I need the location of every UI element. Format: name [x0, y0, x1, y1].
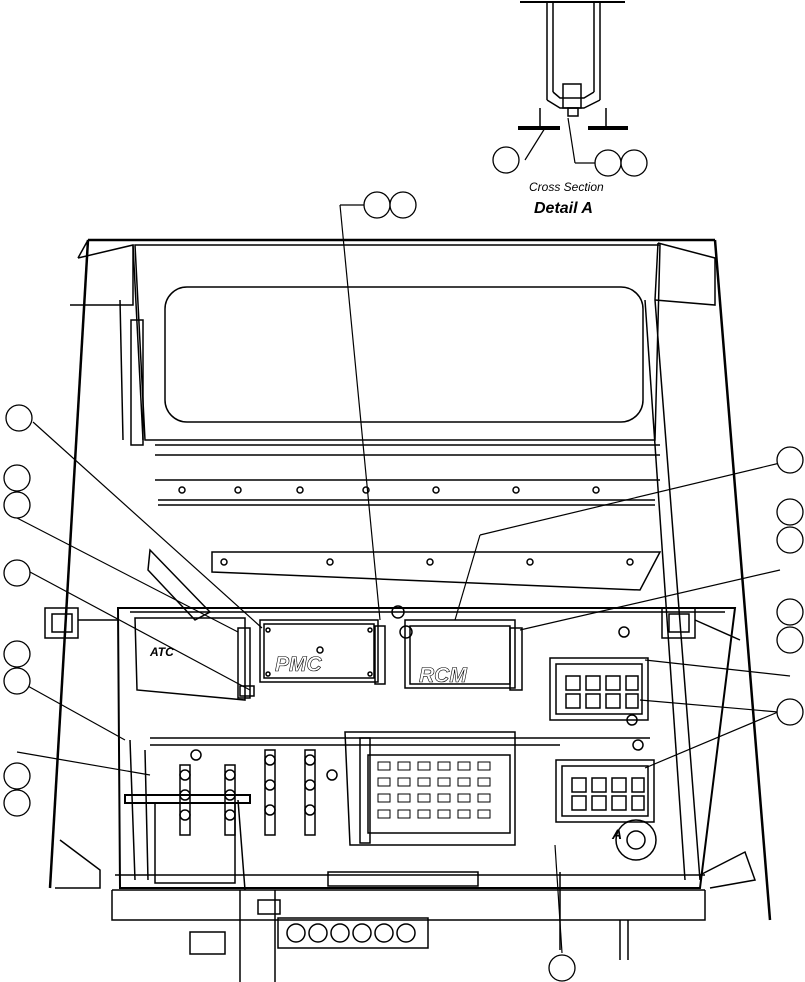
rcm-module [391, 605, 630, 691]
callout-left-6 [3, 667, 31, 695]
callout-right-1 [776, 446, 804, 474]
atc-module [134, 617, 255, 701]
callout-right-6 [776, 698, 804, 726]
callout-left-2 [3, 464, 31, 492]
pmc-module [259, 619, 386, 685]
callout-right-2 [776, 498, 804, 526]
callout-left-4 [3, 559, 31, 587]
pmc-label: PMC [275, 653, 322, 677]
cabinet-frame [48, 238, 772, 921]
callout-left-8 [3, 789, 31, 817]
relay-block-upper [549, 657, 649, 721]
callout-right-4 [776, 598, 804, 626]
callout-left-7 [3, 762, 31, 790]
detail-a-marker: A [612, 826, 623, 842]
callout-right-5 [776, 626, 804, 654]
callout-bubbles [3, 146, 804, 982]
callout-left-3 [3, 491, 31, 519]
rcm-label: RCM [419, 664, 467, 688]
callout-left-1 [5, 404, 33, 432]
callout-detail-right-a [594, 149, 622, 177]
leader-lines [16, 117, 791, 954]
callout-detail-left [492, 146, 520, 174]
callout-right-3 [776, 526, 804, 554]
atc-label: ATC [150, 645, 174, 659]
detail-a-cross-section [518, 1, 628, 130]
callout-detail-right-b [620, 149, 648, 177]
fuse-block [344, 731, 516, 846]
relay-block-lower [555, 714, 657, 861]
callout-bottom [548, 954, 576, 982]
callout-left-5 [3, 640, 31, 668]
mounting-panel [44, 607, 757, 982]
cross-section-caption: Cross Section [529, 180, 604, 194]
callout-top-center-b [389, 191, 417, 219]
terminal-studs [124, 739, 338, 891]
detail-a-caption: Detail A [534, 200, 593, 217]
callout-top-center-a [363, 191, 391, 219]
